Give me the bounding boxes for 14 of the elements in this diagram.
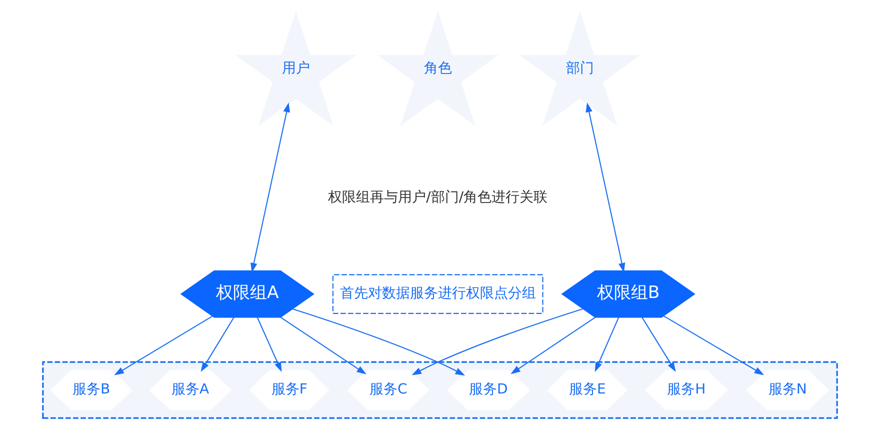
arrow	[114, 316, 213, 376]
arrow	[594, 316, 620, 372]
arrow	[292, 308, 466, 376]
arrow	[280, 316, 366, 374]
arrow	[412, 308, 584, 376]
arrow	[256, 316, 282, 372]
arrow	[641, 316, 676, 372]
arrow	[250, 102, 290, 273]
arrow	[510, 316, 596, 374]
arrow	[586, 102, 626, 273]
arrow	[200, 316, 235, 372]
node-box: 首先对数据服务进行权限点分组	[332, 274, 544, 314]
label: 权限组再与用户/部门/角色进行关联	[328, 190, 548, 206]
arrow	[663, 316, 764, 376]
